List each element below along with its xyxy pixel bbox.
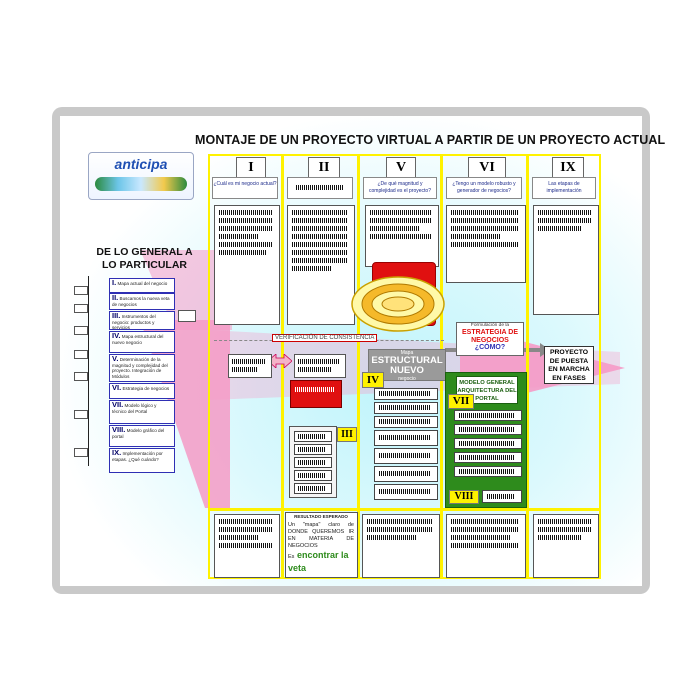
content-panel [365, 205, 439, 267]
mapa-suffix-label: negocio [398, 376, 416, 382]
step-item: IV. Mapa estructural del nuevo negocio [109, 331, 175, 353]
step-item: VII. Modelo lógico y técnico del Portal [109, 400, 175, 424]
content-panel [533, 205, 599, 315]
resultado-header: RESULTADO ESPERADO [294, 514, 348, 519]
portal-item [454, 466, 522, 477]
left-heading: DE LO GENERAL A LO PARTICULAR [96, 246, 193, 271]
step-item: I. Mapa actual del negocio [109, 278, 175, 293]
column-question: Las etapas de implementación [532, 177, 596, 199]
logo-band [95, 177, 187, 191]
outline-marker [74, 350, 88, 359]
portal-graphic-item [482, 490, 522, 503]
content-panel [287, 205, 355, 325]
column-header: II [308, 157, 340, 178]
result-panel [214, 514, 280, 578]
content-panel [214, 205, 280, 325]
outline-marker [74, 326, 88, 335]
step-item: IX. Implementación por etapas. ¿Qué cuán… [109, 448, 175, 473]
estrategia-big-label: ESTRATEGIA DE NEGOCIOS [461, 329, 518, 344]
column-question: ¿De qué magnitud y complejidad es el pro… [363, 177, 437, 199]
grid-divider [357, 154, 360, 579]
estrategia-box: Formulación de la ESTRATEGIA DE NEGOCIOS… [456, 322, 524, 356]
module-item [374, 484, 438, 500]
column-header: VI [468, 157, 506, 178]
step-item: III. Instrumentos del negocio: productos… [109, 311, 175, 330]
anticipa-logo: anticipa [88, 152, 194, 200]
portal-item [454, 452, 522, 463]
outline-marker [74, 448, 88, 457]
column-question [287, 177, 353, 199]
label-iv: IV [362, 372, 384, 388]
red-panel [290, 380, 342, 408]
step-item: II. Buscamos la nueva veta de negocios [109, 293, 175, 310]
grid-row-divider [208, 508, 601, 511]
resultado-conclusion: Es encontrar la veta [288, 550, 354, 574]
content-panel [446, 205, 526, 283]
estrategia-small-label: Formulación de la [470, 323, 510, 328]
verification-label: VERIFICACIÓN DE CONSISTENCIA [272, 334, 378, 342]
label-viii: VIII [449, 490, 479, 504]
result-panel [446, 514, 526, 578]
column-header: I [236, 157, 266, 178]
outline-marker [74, 410, 88, 419]
column-header: V [386, 157, 416, 178]
portal-item [454, 410, 522, 421]
column-header: IX [552, 157, 584, 178]
module-item [374, 448, 438, 464]
resultado-highlight: encontrar la veta [288, 550, 349, 573]
module-item [374, 416, 438, 428]
outline-marker [74, 304, 88, 313]
main-grid [208, 154, 601, 579]
result-panel [533, 514, 599, 578]
result-panel [362, 514, 440, 578]
step-item: V. Determinación de la magnitud y comple… [109, 354, 175, 382]
target-rings-graphic [351, 276, 445, 332]
outline-side-box [178, 310, 196, 322]
estrategia-como-label: ¿CÓMO? [474, 344, 506, 351]
left-outline [88, 276, 103, 466]
resultado-esperado-panel: RESULTADO ESPERADO Un "mapa" claro de DO… [285, 512, 358, 578]
mapa-estructural-box: Mapa ESTRUCTURAL NUEVO negocio [368, 349, 446, 382]
verification-box-left [228, 354, 272, 378]
module-item [374, 466, 438, 482]
page-title: MONTAJE DE UN PROYECTO VIRTUAL A PARTIR … [195, 133, 666, 147]
resultado-body: Un "mapa" claro de DONDE QUEREMOS IR EN … [288, 522, 354, 549]
module-item [374, 402, 438, 414]
proyecto-fases-box: PROYECTO DE PUESTA EN MARCHA EN FASES [544, 346, 594, 384]
list-panel [289, 426, 337, 498]
mapa-small-label: Mapa [400, 350, 414, 356]
step-item: VI. Estrategia de negocios [109, 383, 175, 399]
portal-item [454, 438, 522, 449]
bidirectional-arrow [268, 354, 292, 368]
step-item: VIII. Modelo gráfico del portal [109, 425, 175, 447]
label-vii: VII [448, 394, 474, 409]
portal-item [454, 424, 522, 435]
module-item [374, 430, 438, 446]
verification-box-right [294, 354, 346, 378]
label-iii: III [337, 427, 357, 442]
module-item [374, 388, 438, 400]
mapa-big-label: ESTRUCTURAL NUEVO [371, 355, 443, 376]
column-question: ¿Cuál es mi negocio actual? [212, 177, 278, 199]
resultado-prefix: Es [288, 554, 295, 560]
column-question: ¿Tengo un modelo robusto y generador de … [446, 177, 522, 199]
outline-marker [74, 286, 88, 295]
logo-text: anticipa [114, 156, 168, 172]
outline-marker [74, 372, 88, 381]
grid-divider [526, 154, 529, 579]
grid-divider [281, 154, 284, 579]
